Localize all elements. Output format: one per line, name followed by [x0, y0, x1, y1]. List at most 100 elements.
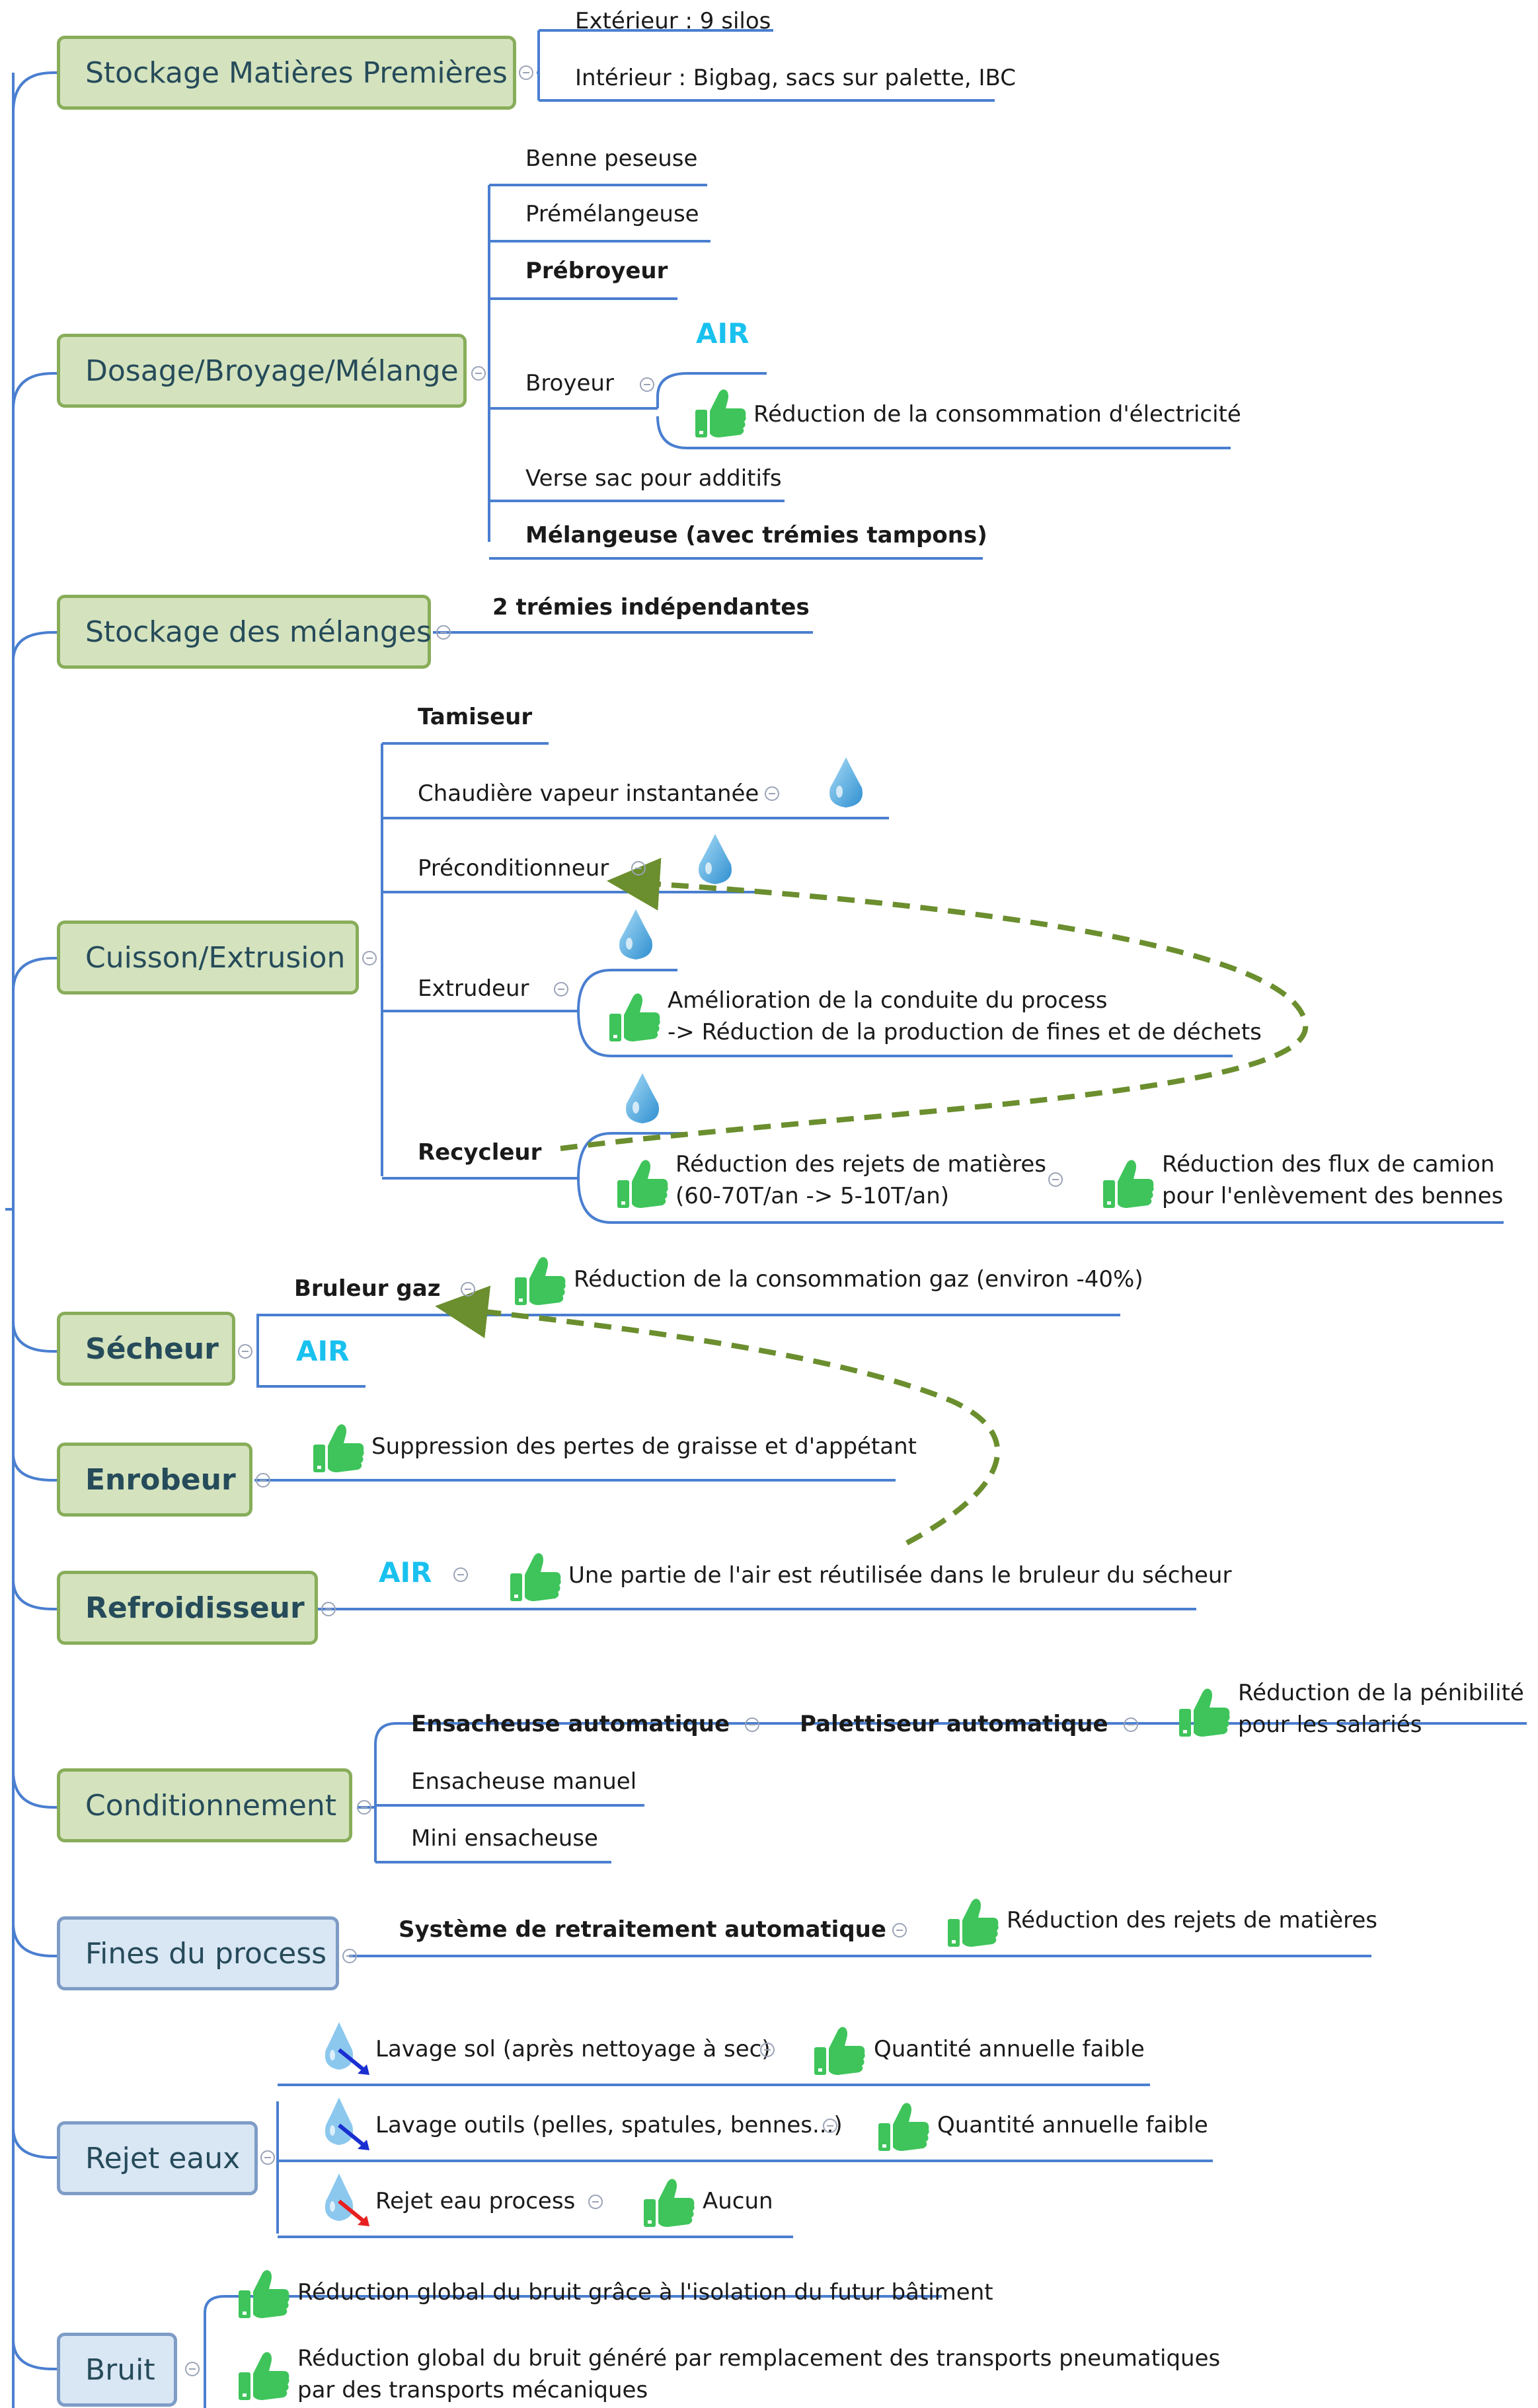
thumbs-up-icon: [1100, 1155, 1157, 1215]
benefit-camion-line2[interactable]: pour l'enlèvement des bennes: [1162, 1183, 1504, 1209]
topic-systeme-retraitement[interactable]: Système de retraitement automatique: [399, 1916, 886, 1943]
topic-tamiseur[interactable]: Tamiseur: [418, 704, 533, 730]
benefit-conduite-line1[interactable]: Amélioration de la conduite du process: [668, 987, 1108, 1014]
benefit-quantite-outils[interactable]: Quantité annuelle faible: [937, 2112, 1208, 2138]
collapse-icon[interactable]: [342, 1949, 357, 1963]
benefit-rejets-line1[interactable]: Réduction des rejets de matières: [675, 1151, 1046, 1178]
node-cuisson-extrusion[interactable]: Cuisson/Extrusion: [57, 921, 359, 995]
topic-preconditionneur[interactable]: Préconditionneur: [418, 855, 609, 882]
collapse-icon[interactable]: [461, 1282, 475, 1297]
thumbs-up-icon: [945, 1894, 1002, 1953]
air-label: AIR: [696, 317, 750, 350]
thumbs-up-icon: [1176, 1684, 1233, 1743]
thumbs-up-icon: [615, 1155, 672, 1215]
topic-interieur[interactable]: Intérieur : Bigbag, sacs sur palette, IB…: [575, 65, 1017, 91]
benefit-conduite-line2[interactable]: -> Réduction de la production de fines e…: [668, 1019, 1262, 1045]
collapse-icon[interactable]: [765, 786, 779, 801]
collapse-icon[interactable]: [640, 377, 654, 392]
topic-bruleur-gaz[interactable]: Bruleur gaz: [294, 1275, 441, 1302]
thumbs-up-icon: [812, 2022, 868, 2082]
topic-broyeur[interactable]: Broyeur: [525, 370, 614, 396]
thumbs-up-icon: [876, 2098, 933, 2158]
topic-mini-ensacheuse[interactable]: Mini ensacheuse: [411, 1825, 598, 1852]
thumbs-up-icon: [607, 989, 664, 1048]
topic-extrudeur[interactable]: Extrudeur: [418, 975, 529, 1002]
collapse-icon[interactable]: [1048, 1172, 1063, 1187]
collapse-icon[interactable]: [260, 2150, 275, 2165]
topic-benne-peseuse[interactable]: Benne peseuse: [525, 145, 698, 172]
node-enrobeur[interactable]: Enrobeur: [57, 1443, 252, 1517]
collapse-icon[interactable]: [554, 982, 568, 997]
thumbs-up-icon: [512, 1252, 569, 1312]
topic-ensacheuse-automatique[interactable]: Ensacheuse automatique: [411, 1711, 730, 1737]
collapse-icon[interactable]: [760, 2043, 775, 2057]
topic-lavage-sol[interactable]: Lavage sol (après nettoyage à sec): [375, 2036, 771, 2062]
water-discharge-icon: [319, 2019, 375, 2082]
node-fines-du-process[interactable]: Fines du process: [57, 1916, 339, 1990]
collapse-icon[interactable]: [823, 2119, 837, 2133]
topic-verse-sac[interactable]: Verse sac pour additifs: [525, 465, 782, 492]
collapse-icon[interactable]: [892, 1923, 907, 1938]
benefit-gaz[interactable]: Réduction de la consommation gaz (enviro…: [574, 1266, 1143, 1293]
collapse-icon[interactable]: [1124, 1717, 1138, 1732]
benefit-rejets-matieres[interactable]: Réduction des rejets de matières: [1007, 1907, 1377, 1934]
benefit-camion-line1[interactable]: Réduction des flux de camion: [1162, 1151, 1495, 1178]
topic-ensacheuse-manuel[interactable]: Ensacheuse manuel: [411, 1768, 637, 1795]
collapse-icon[interactable]: [588, 2195, 603, 2209]
collapse-icon[interactable]: [436, 625, 451, 640]
node-conditionnement[interactable]: Conditionnement: [57, 1768, 352, 1842]
thumbs-up-icon: [641, 2174, 698, 2234]
topic-chaudiere[interactable]: Chaudière vapeur instantanée: [418, 780, 759, 807]
benefit-penibilite-line2[interactable]: pour les salariés: [1238, 1712, 1422, 1738]
thumbs-up-icon: [311, 1419, 367, 1479]
benefit-transports-line2[interactable]: par des transports mécaniques: [297, 2377, 648, 2403]
thumbs-up-icon: [236, 2347, 293, 2407]
collapse-icon[interactable]: [631, 861, 646, 876]
thumbs-up-icon: [508, 1548, 564, 1608]
collapse-icon[interactable]: [185, 2362, 200, 2376]
benefit-isolation[interactable]: Réduction global du bruit grâce à l'isol…: [297, 2279, 993, 2306]
node-refroidisseur[interactable]: Refroidisseur: [57, 1571, 318, 1645]
topic-palettiseur[interactable]: Palettiseur automatique: [800, 1711, 1108, 1737]
node-stockage-matieres-premieres[interactable]: Stockage Matières Premières: [57, 36, 516, 110]
benefit-transports-line1[interactable]: Réduction global du bruit généré par rem…: [297, 2345, 1221, 2372]
node-bruit[interactable]: Bruit: [57, 2333, 177, 2407]
benefit-graisse[interactable]: Suppression des pertes de graisse et d'a…: [371, 1433, 917, 1460]
node-secheur[interactable]: Sécheur: [57, 1312, 235, 1386]
topic-prebroyeur[interactable]: Prébroyeur: [525, 258, 668, 284]
node-stockage-melanges[interactable]: Stockage des mélanges: [57, 595, 432, 669]
node-rejet-eaux[interactable]: Rejet eaux: [57, 2121, 258, 2195]
collapse-icon[interactable]: [519, 65, 533, 80]
collapse-icon[interactable]: [357, 1800, 371, 1815]
air-label: AIR: [379, 1556, 432, 1589]
benefit-quantite-sol[interactable]: Quantité annuelle faible: [874, 2036, 1145, 2062]
collapse-icon[interactable]: [471, 366, 486, 381]
collapse-icon[interactable]: [362, 951, 377, 965]
collapse-icon[interactable]: [745, 1717, 759, 1732]
collapse-icon[interactable]: [321, 1602, 336, 1616]
benefit-air-reutilise[interactable]: Une partie de l'air est réutilisée dans …: [568, 1562, 1232, 1589]
water-drop-icon: [621, 1071, 664, 1129]
topic-exterieur[interactable]: Extérieur : 9 silos: [575, 8, 771, 34]
thumbs-up-icon: [693, 385, 750, 444]
benefit-electricite[interactable]: Réduction de la consommation d'électrici…: [753, 401, 1241, 428]
topic-premelangeuse[interactable]: Prémélangeuse: [525, 201, 699, 227]
node-dosage-broyage-melange[interactable]: Dosage/Broyage/Mélange: [57, 334, 467, 408]
collapse-icon[interactable]: [256, 1473, 270, 1487]
air-label: AIR: [296, 1335, 350, 1367]
topic-melangeuse[interactable]: Mélangeuse (avec trémies tampons): [525, 522, 987, 548]
benefit-rejets-line2[interactable]: (60-70T/an -> 5-10T/an): [675, 1183, 950, 1209]
thumbs-up-icon: [236, 2265, 293, 2325]
topic-recycleur[interactable]: Recycleur: [418, 1139, 542, 1166]
benefit-aucun[interactable]: Aucun: [703, 2188, 773, 2214]
collapse-icon[interactable]: [238, 1344, 252, 1359]
topic-lavage-outils[interactable]: Lavage outils (pelles, spatules, bennes.…: [375, 2112, 843, 2138]
collapse-icon[interactable]: [453, 1567, 468, 1582]
water-drop-icon: [694, 831, 736, 889]
topic-tremies[interactable]: 2 trémies indépendantes: [492, 594, 810, 621]
benefit-penibilite-line1[interactable]: Réduction de la pénibilité: [1238, 1680, 1524, 1706]
topic-rejet-eau-process[interactable]: Rejet eau process: [375, 2188, 576, 2214]
water-discharge-icon: [319, 2095, 375, 2157]
water-drop-icon: [615, 907, 657, 965]
